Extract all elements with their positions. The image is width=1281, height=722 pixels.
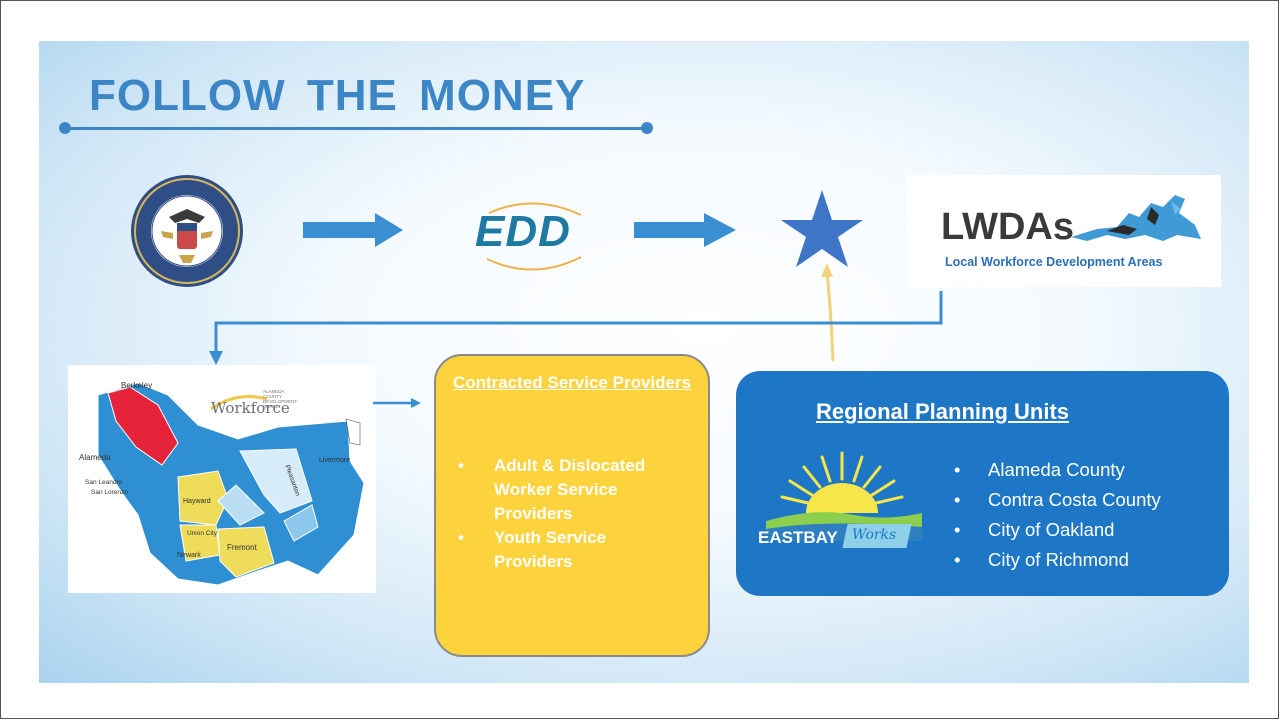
map-label-hayward: Hayward <box>183 498 211 505</box>
regional-planning-units-box: Regional Planning Units EASTBAY Works Al… <box>736 371 1229 596</box>
providers-list: Adult & Dislocated Worker Service Provid… <box>458 454 688 574</box>
rpu-item: City of Oakland <box>954 515 1161 545</box>
map-label-union-city: Union City <box>187 530 217 537</box>
map-label-berkeley: Berkeley <box>121 381 153 390</box>
rpu-list: Alameda County Contra Costa County City … <box>954 455 1161 575</box>
map-label-alameda: Alameda <box>79 453 111 462</box>
rpu-item: Contra Costa County <box>954 485 1161 515</box>
slide-title: FOLLOW THE MONEY <box>89 71 586 120</box>
edd-label: EDD <box>475 207 571 256</box>
california-map-icon <box>1071 195 1201 241</box>
title-underline-right-dot <box>641 122 653 134</box>
map-label-san-lorenzo: San Lorenzo <box>91 489 128 496</box>
providers-title: Contracted Service Providers <box>452 373 692 392</box>
workforce-board-logo-icon <box>210 395 268 411</box>
lwda-subtitle: Local Workforce Development Areas <box>945 255 1163 269</box>
department-of-labor-seal-icon <box>131 175 243 287</box>
eastbay-works-text: Works <box>852 527 897 543</box>
providers-item: Youth Service Providers <box>458 526 688 574</box>
connector-rpu-to-state <box>821 263 835 362</box>
map-label-fremont: Fremont <box>227 543 257 552</box>
providers-item: Adult & Dislocated Worker Service Provid… <box>458 454 688 526</box>
alameda-county-map-icon <box>97 382 365 586</box>
contracted-providers-box: Contracted Service Providers Adult & Dis… <box>434 354 710 657</box>
rpu-item: Alameda County <box>954 455 1161 485</box>
connector-lwda-to-map <box>209 291 943 365</box>
lwda-title: LWDAs <box>941 206 1074 248</box>
rpu-title: Regional Planning Units <box>816 399 1070 424</box>
title-underline <box>65 127 649 130</box>
workforce-logo-subtext: ALAMEDA COUNTY DEVELOPMENT BOARD <box>263 389 297 409</box>
edd-logo-icon <box>486 202 582 271</box>
arrow-dol-to-edd <box>303 213 403 247</box>
rpu-item: City of Richmond <box>954 545 1161 575</box>
map-label-newark: Newark <box>177 552 201 559</box>
map-label-livermore: Livermore <box>319 457 351 464</box>
star-icon <box>781 190 863 267</box>
arrow-edd-to-state <box>634 213 736 247</box>
workforce-logo-text: Workforce <box>211 399 290 417</box>
map-label-san-leandro: San Leandro <box>85 479 123 486</box>
arrow-map-to-providers <box>373 398 421 408</box>
eastbay-logo-text: EASTBAY <box>758 528 838 547</box>
title-underline-left-dot <box>59 122 71 134</box>
